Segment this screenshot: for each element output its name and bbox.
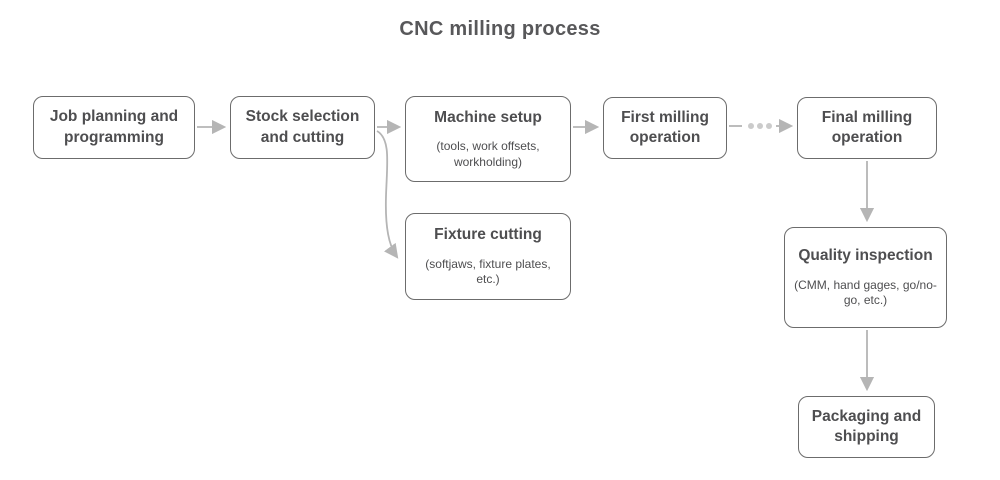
node-label: Final milling operation xyxy=(821,108,913,146)
node-first-milling: First milling operation xyxy=(603,97,727,159)
node-label: Machine setup xyxy=(434,108,542,126)
node-label: Quality inspection xyxy=(798,247,933,265)
node-sublabel: (tools, work offsets, workholding) xyxy=(436,139,540,169)
ellipsis-dots xyxy=(748,123,772,129)
node-job-planning: Job planning and programming xyxy=(33,96,195,159)
node-label: Job planning and programming xyxy=(49,108,179,146)
node-quality-inspection: Quality inspection (CMM, hand gages, go/… xyxy=(784,227,947,328)
node-label: Packaging and shipping xyxy=(811,407,922,445)
node-machine-setup: Machine setup (tools, work offsets, work… xyxy=(405,96,571,182)
node-final-milling: Final milling operation xyxy=(797,97,937,159)
node-sublabel: (softjaws, fixture plates, etc.) xyxy=(425,256,551,287)
node-packaging-shipping: Packaging and shipping xyxy=(798,396,935,458)
arrow-stock-to-fixture-curved xyxy=(376,130,399,259)
diagram-title: CNC milling process xyxy=(399,18,601,40)
node-fixture-cutting: Fixture cutting (softjaws, fixture plate… xyxy=(405,213,571,300)
node-label: First milling operation xyxy=(621,108,709,146)
node-label: Fixture cutting xyxy=(434,226,542,244)
node-label: Stock selection and cutting xyxy=(245,108,360,146)
node-sublabel: (CMM, hand gages, go/no-go, etc.) xyxy=(794,277,937,308)
node-stock-selection: Stock selection and cutting xyxy=(230,96,375,159)
